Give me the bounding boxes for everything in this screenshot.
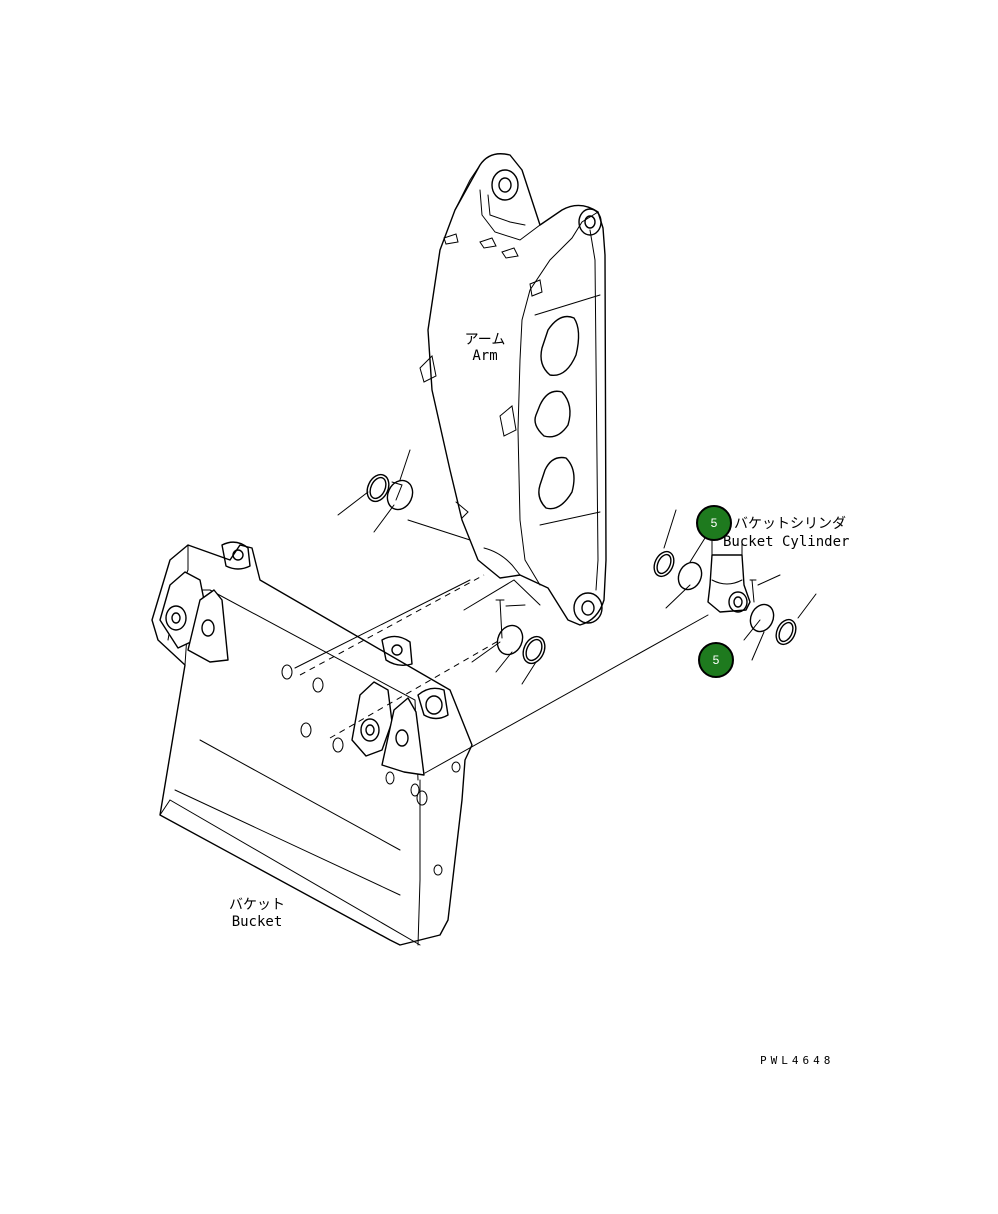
callout-badge-lower[interactable]: 5 [698, 642, 734, 678]
bucket-cylinder-label-en: Bucket Cylinder [723, 534, 850, 550]
arm-label-en: Arm [472, 348, 498, 364]
arm-label-jp: アーム [464, 332, 506, 348]
bucket-part [151, 541, 473, 946]
arm-rings [337, 449, 414, 533]
bucket-cylinder-label-jp: バケットシリンダ [734, 516, 846, 532]
bucket-label-jp: バケット [229, 897, 285, 913]
bucket-label-en: Bucket [231, 914, 283, 930]
arm-part [419, 153, 607, 626]
assembly-lines [294, 519, 709, 774]
bucket-cylinder-rod-end [653, 509, 817, 661]
callout-badge-upper[interactable]: 5 [696, 505, 732, 541]
drawing-code: PWL4648 [760, 1054, 835, 1067]
bucket-pin-rings [471, 599, 546, 685]
